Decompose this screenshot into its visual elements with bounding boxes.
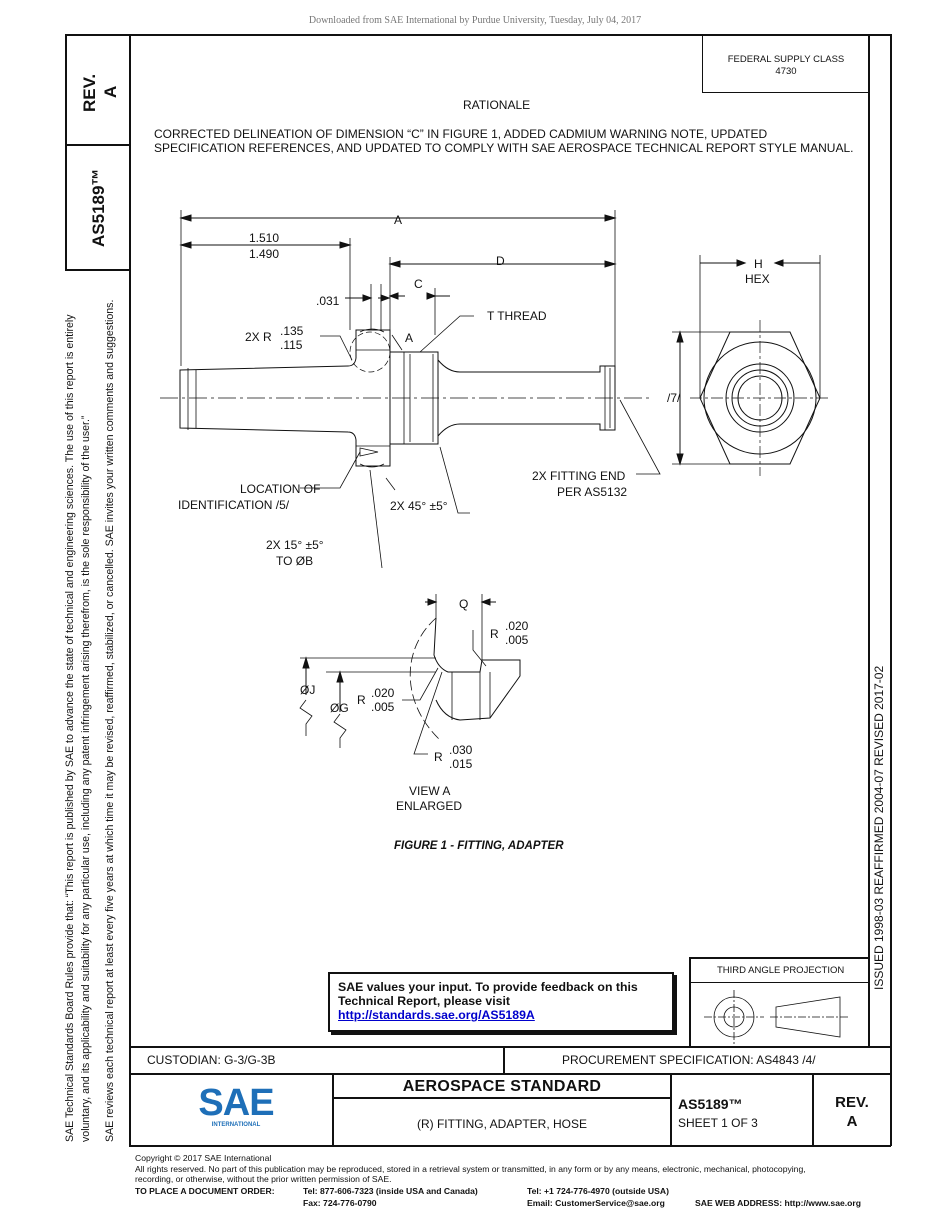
footer-copyright: Copyright © 2017 SAE International [135, 1153, 272, 1163]
dim-031-label: .031 [316, 294, 340, 308]
feedback-link[interactable]: http://standards.sae.org/AS5189A [338, 1008, 535, 1022]
view-dia-j: ØJ [300, 683, 316, 697]
sae-logo-subtext: INTERNATIONAL [211, 1122, 261, 1128]
angle-line2: TO ØB [276, 554, 314, 568]
view-caption-line2: ENLARGED [396, 799, 463, 813]
radius-lower: .115 [280, 338, 303, 352]
tab-divider-1 [65, 144, 130, 146]
sheet-number: SHEET 1 OF 3 [678, 1116, 758, 1130]
view-r2-label: R [357, 693, 366, 707]
hex-note: /7/ [667, 391, 681, 405]
footer-email: Email: CustomerService@sae.org [527, 1198, 665, 1208]
footer-tel-outside: Tel: +1 724-776-4970 (outside USA) [527, 1186, 669, 1196]
sae-logo-text: SAE [198, 1082, 274, 1124]
history-divider [868, 34, 870, 1046]
projection-label: THIRD ANGLE PROJECTION [717, 965, 845, 976]
view-r1-label: R [490, 627, 499, 641]
view-r1-upper: .020 [505, 619, 529, 633]
title-doc-number: AS5189™ [678, 1096, 743, 1112]
dim-c-label: C [414, 277, 423, 291]
hex-label: HEX [745, 272, 770, 286]
projection-symbol [704, 990, 848, 1044]
hex-h-label: H [754, 257, 763, 271]
title-divider-1 [332, 1073, 334, 1146]
radius-label: 2X R [245, 330, 272, 344]
rationale-text: CORRECTED DELINEATION OF DIMENSION “C” I… [154, 127, 854, 155]
custodian-row-bottom [129, 1073, 891, 1075]
frame-left-tab [65, 34, 67, 270]
custodian-row-divider [503, 1046, 505, 1074]
view-caption-line1: VIEW A [409, 784, 451, 798]
document-title: (R) FITTING, ADAPTER, HOSE [416, 1117, 587, 1131]
view-q-label: Q [459, 597, 469, 611]
footer-rights: All rights reserved. No part of this pub… [135, 1163, 806, 1174]
title-divider-3 [812, 1073, 814, 1146]
dim-b-upper: 1.510 [249, 231, 280, 245]
dim-b-lower: 1.490 [249, 247, 280, 261]
title-rev-label: REV. [835, 1094, 869, 1111]
location-line1: LOCATION OF [240, 482, 321, 496]
view-r3-lower: .015 [449, 757, 473, 771]
dim-a-label: A [394, 213, 403, 227]
title-divider-2 [670, 1073, 672, 1146]
tab-divider-2 [65, 269, 130, 271]
title-inner-line [332, 1097, 671, 1099]
angle-line1: 2X 15° ±5° [266, 538, 324, 552]
projection-box-top [689, 957, 869, 959]
federal-supply-line2: 4730 [775, 66, 797, 77]
custodian: CUSTODIAN: G-3/G-3B [147, 1053, 276, 1067]
procurement: PROCUREMENT SPECIFICATION: AS4843 /4/ [562, 1053, 816, 1067]
view-r2-lower: .005 [371, 700, 395, 714]
frame-right [890, 34, 892, 1146]
footer-order-label: TO PLACE A DOCUMENT ORDER: [135, 1186, 275, 1196]
view-a-marker: A [405, 331, 414, 345]
feedback-line1: SAE values your input. To provide feedba… [338, 980, 638, 994]
custodian-row-top [129, 1046, 891, 1048]
sae-logo: SAE INTERNATIONAL [196, 1082, 276, 1129]
feedback-box: SAE values your input. To provide feedba… [328, 972, 674, 1032]
download-banner: Downloaded from SAE International by Pur… [308, 15, 642, 26]
title-rev-value: A [846, 1113, 858, 1130]
standard-type: AEROSPACE STANDARD [402, 1078, 602, 1095]
footer-fax: Fax: 724-776-0790 [303, 1198, 377, 1208]
fitting-end-line1: 2X FITTING END [532, 469, 626, 483]
view-r1-lower: .005 [505, 633, 529, 647]
projection-box-left [689, 957, 691, 1047]
view-dia-g: ØG [330, 701, 349, 715]
title-block-bottom [129, 1145, 891, 1147]
footer-rights2: recording, or otherwise, without the pri… [135, 1174, 392, 1184]
federal-supply-box [702, 34, 870, 93]
view-r3-label: R [434, 750, 443, 764]
footer-web: SAE WEB ADDRESS: http://www.sae.org [695, 1198, 861, 1208]
figure-caption: FIGURE 1 - FITTING, ADAPTER [394, 840, 564, 852]
footer-tel-usa: Tel: 877-606-7323 (inside USA and Canada… [303, 1186, 478, 1196]
frame-left [129, 34, 131, 1146]
footer: Copyright © 2017 SAE International All r… [135, 1153, 895, 1185]
radius-upper: .135 [280, 324, 304, 338]
view-r3-upper: .030 [449, 743, 473, 757]
dim-d-label: D [496, 254, 505, 268]
view-r2-upper: .020 [371, 686, 395, 700]
location-line2: IDENTIFICATION /5/ [178, 498, 290, 512]
frame-top [65, 34, 892, 36]
chamfer-label: 2X 45° ±5° [390, 499, 448, 513]
fitting-end-line2: PER AS5132 [557, 485, 628, 499]
feedback-line2: Technical Report, please visit [338, 994, 510, 1008]
rationale-heading: RATIONALE [463, 98, 531, 112]
thread-label: T THREAD [487, 309, 547, 323]
federal-supply-text: FEDERAL SUPPLY CLASS 4730 [702, 54, 870, 78]
projection-box-divider [689, 982, 869, 983]
federal-supply-line1: FEDERAL SUPPLY CLASS [727, 54, 845, 65]
